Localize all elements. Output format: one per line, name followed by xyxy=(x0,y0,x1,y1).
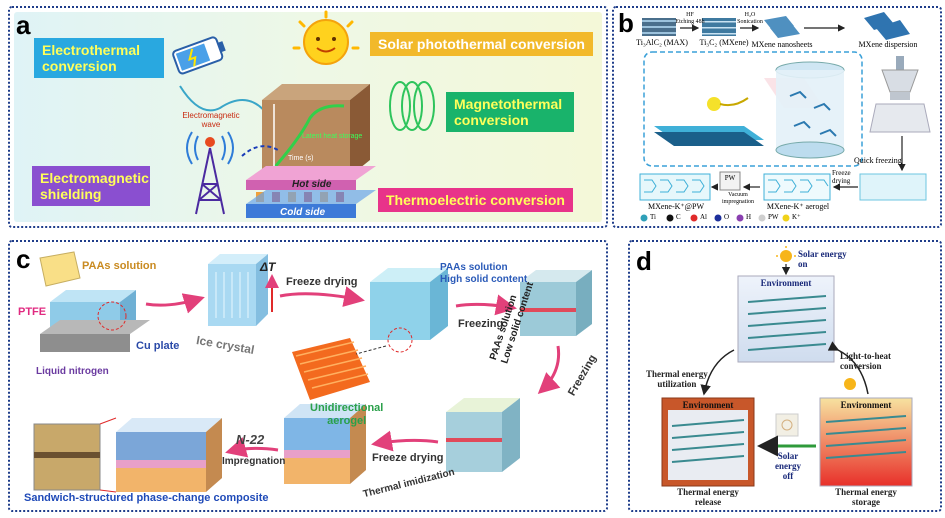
shielding-tag: Electromagnetic shielding xyxy=(32,166,150,207)
dispersion-cylinder xyxy=(775,61,845,159)
mxene-block xyxy=(702,18,736,36)
step-dispersion-label: MXene dispersion xyxy=(858,40,918,49)
legend-pw: PW xyxy=(768,213,779,221)
thermoelectric-tag: Thermoelectric conversion xyxy=(378,188,573,213)
magnetothermal-tag: Magnetothermal conversion xyxy=(446,92,574,133)
solar-tag: Solar photothermal conversion xyxy=(370,32,593,57)
aerogel-cube-1 xyxy=(370,268,448,340)
unidirectional-aerogel xyxy=(292,338,370,400)
freezing-mold xyxy=(40,290,150,352)
panel-a-illustration: Time (s) Latent heat storage Hot side Co… xyxy=(172,10,435,218)
thermal-utilization-label: Thermal energy utilization xyxy=(646,369,708,389)
freeze-drying-1-label: Freeze drying xyxy=(286,276,358,288)
nanosheets xyxy=(764,16,800,38)
atom-legend xyxy=(640,214,790,222)
step-mxene-label: Ti₃C₂ (MXene) xyxy=(699,38,749,47)
panel-c-illustration xyxy=(33,251,592,493)
mesh-left xyxy=(671,419,745,463)
em-wave-label: Electromagnetic wave xyxy=(182,111,240,129)
n22-label: N-22 xyxy=(236,432,265,447)
environment-top-label: Environment xyxy=(760,278,812,288)
legend-ti: Ti xyxy=(650,213,656,221)
max-block xyxy=(642,18,676,36)
environment-left-label: Environment xyxy=(682,400,734,410)
legend-h: H xyxy=(746,213,752,221)
freeze-drying-2-label: Freeze drying xyxy=(372,452,444,464)
hot-side-label: Hot side xyxy=(292,179,332,190)
porous-cube xyxy=(284,404,366,484)
impregnation-label: Impregnation xyxy=(222,456,286,467)
time-axis-label: Time (s) xyxy=(288,155,313,162)
battery-icon xyxy=(172,36,226,75)
thermoelectric-stack xyxy=(246,166,376,218)
panel-a-label: a xyxy=(16,10,31,40)
antenna-tower-icon xyxy=(186,131,234,215)
freezing-1-label: Freezing xyxy=(458,318,504,330)
panel-d: d xyxy=(628,240,942,512)
solar-on-label: Solar energy on xyxy=(798,249,847,269)
legend-al: Al xyxy=(700,213,707,221)
release-label: Thermal energy release xyxy=(677,487,739,507)
layered-cube-1 xyxy=(520,270,592,336)
micrograph-photo xyxy=(33,423,101,491)
mesh-right xyxy=(825,415,907,459)
panel-b-label: b xyxy=(618,8,634,38)
lattice-sheet xyxy=(654,126,764,146)
sun-off-icon xyxy=(775,413,799,437)
panel-c-label: c xyxy=(16,244,31,274)
composite-c-label: Sandwich-structured phase-change composi… xyxy=(24,492,269,504)
phase-change-cube xyxy=(262,84,370,176)
cu-plate-label: Cu plate xyxy=(136,340,180,352)
delta-t-label: ΔT xyxy=(260,260,276,274)
environment-right-label: Environment xyxy=(840,400,892,410)
dispersion-sheets xyxy=(864,12,910,40)
paas-solution-label: PAAs solution xyxy=(82,260,157,272)
ice-crystal-block xyxy=(208,254,268,326)
sun-icon-top xyxy=(776,246,796,262)
solar-off-label: Solar energy off xyxy=(775,451,801,481)
unidirectional-label: Unidirectional aerogel xyxy=(310,402,384,427)
magnetic-coil-icon xyxy=(389,81,435,131)
panel-b: b xyxy=(612,6,942,228)
composite-b-label: MXene-K⁺@PW xyxy=(647,202,705,211)
etching-label: HF Etching 48h xyxy=(675,12,705,25)
legend-k: K⁺ xyxy=(792,213,801,221)
quick-freezing-label: Quick freezing xyxy=(854,156,902,165)
panel-a: a Electrothermal conversion Solar photot… xyxy=(8,6,608,228)
aerogel-block xyxy=(763,173,831,201)
final-composite xyxy=(116,418,222,492)
wave-source-dot xyxy=(205,137,215,147)
pw-label: PW xyxy=(724,174,736,182)
light-to-heat-label: Light-to-heat conversion xyxy=(840,351,891,371)
latent-storage-label: Latent heat storage xyxy=(302,133,362,140)
ptfe-label: PTFE xyxy=(18,306,47,318)
legend-c: C xyxy=(676,213,681,221)
sun-icon xyxy=(292,10,360,65)
composite-block xyxy=(639,173,711,201)
frozen-block xyxy=(859,173,927,201)
layered-cube-2 xyxy=(446,398,520,472)
liquid-nitrogen-label: Liquid nitrogen xyxy=(36,366,109,377)
cold-side-label: Cold side xyxy=(280,207,325,218)
storage-label: Thermal energy storage xyxy=(835,487,897,507)
panel-d-label: d xyxy=(636,246,652,276)
freezing-funnel xyxy=(869,56,931,133)
vacuum-label: Vacuum impregnation xyxy=(722,192,754,205)
step-max-label: Ti₃AlC₂ (MAX) xyxy=(636,38,688,47)
mesh-top xyxy=(747,295,827,351)
sonication-label: H₂O Sonication xyxy=(737,12,763,25)
paas-beaker-icon xyxy=(39,251,81,287)
sun-icon-right xyxy=(844,378,856,390)
panel-b-illustration xyxy=(639,12,931,222)
panel-d-illustration xyxy=(661,246,913,487)
freeze-drying-b-label: Freeze drying xyxy=(832,169,851,185)
pw-beaker xyxy=(719,171,741,191)
electrothermal-tag: Electrothermal conversion xyxy=(34,38,164,79)
legend-o: O xyxy=(724,213,730,221)
paas-high-label: PAAs solution High solid content xyxy=(440,262,528,285)
aerogel-label: MXene-K⁺ aerogel xyxy=(766,202,830,211)
step-nanosheets-label: MXene nanosheets xyxy=(751,40,813,49)
panel-c: c xyxy=(8,240,608,512)
